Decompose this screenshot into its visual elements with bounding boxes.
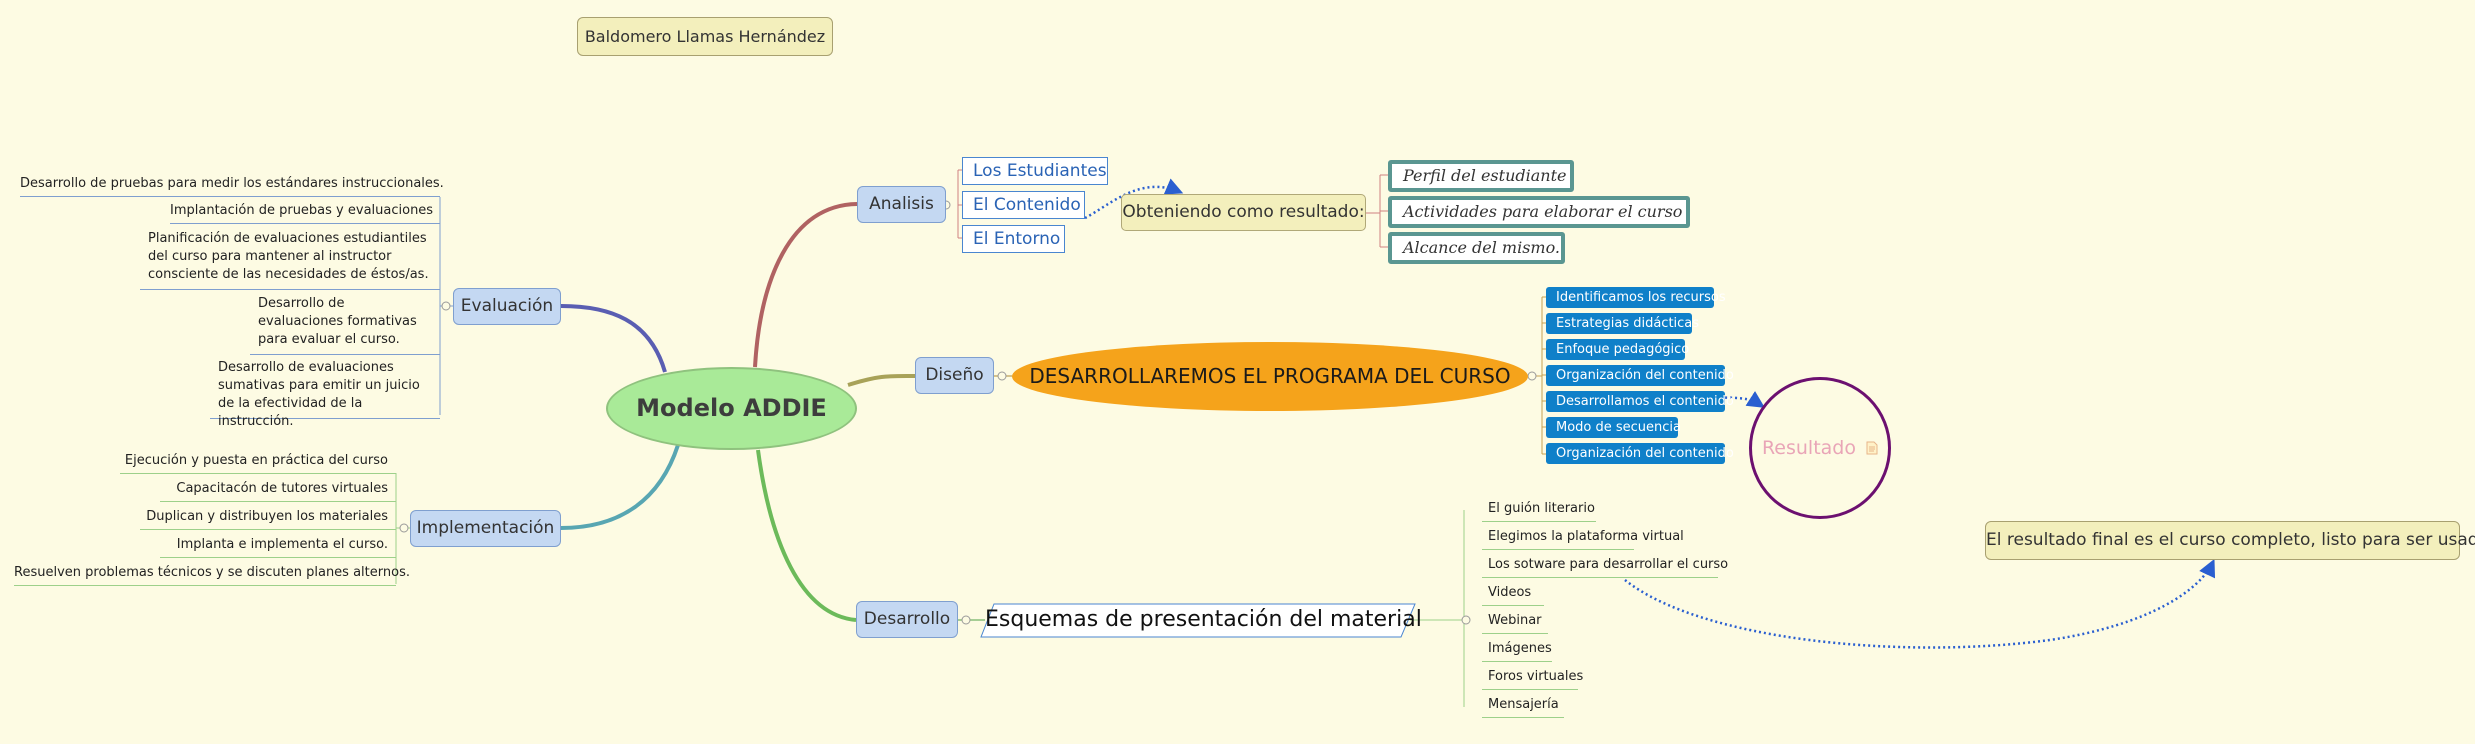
link-analisis <box>753 202 858 368</box>
implementacion-item-ejecucion[interactable]: Ejecución y puesta en práctica del curso <box>120 450 396 474</box>
link-diseno <box>847 373 916 387</box>
implementacion-item-implanta[interactable]: Implanta e implementa el curso. <box>160 534 396 558</box>
diseno-item-organizacion[interactable]: Organización del contenido <box>1546 365 1734 386</box>
implementacion-item-problemas[interactable]: Resuelven problemas técnicos y se discut… <box>14 562 410 586</box>
branch-implementacion[interactable]: Implementación <box>410 510 561 547</box>
desarrollo-item-guion[interactable]: El guión literario <box>1482 498 1596 522</box>
author-label[interactable]: Baldomero Llamas Hernández <box>577 17 833 56</box>
diseno-item-organizacion-2[interactable]: Organización del contenido <box>1546 443 1734 464</box>
evaluacion-item-sumativas[interactable]: Desarrollo de evaluaciones sumativas par… <box>210 359 440 429</box>
diseno-item-estrategias[interactable]: Estrategias didácticas <box>1546 313 1699 334</box>
branch-analisis[interactable]: Analisis <box>857 186 946 223</box>
resultado-label: Resultado <box>1761 437 1856 459</box>
branch-evaluacion[interactable]: Evaluación <box>453 288 561 325</box>
diseno-main-topic[interactable]: DESARROLLAREMOS EL PROGRAMA DEL CURSO <box>1012 342 1528 411</box>
central-topic[interactable]: Modelo ADDIE <box>606 367 857 450</box>
dotted-arrow-contenido <box>1084 178 1184 220</box>
resultado-circle[interactable]: Resultado <box>1749 377 1891 519</box>
analisis-result-actividades[interactable]: Actividades para elaborar el curso <box>1388 196 1690 228</box>
analisis-item-estudiantes[interactable]: Los Estudiantes <box>962 157 1108 185</box>
analisis-item-contenido[interactable]: El Contenido <box>962 191 1085 219</box>
evaluacion-item-pruebas[interactable]: Desarrollo de pruebas para medir los est… <box>20 173 444 197</box>
evaluacion-item-planificacion[interactable]: Planificación de evaluaciones estudianti… <box>140 230 440 290</box>
desarrollo-item-mensajeria[interactable]: Mensajería <box>1482 694 1564 718</box>
link-desarrollo <box>756 449 857 622</box>
evaluacion-item-implantacion[interactable]: Implantación de pruebas y evaluaciones <box>170 200 440 224</box>
desarrollo-item-webinar[interactable]: Webinar <box>1482 610 1548 634</box>
link-evaluacion <box>560 304 667 373</box>
desarrollo-main-topic[interactable]: Esquemas de presentación del material <box>985 607 1422 632</box>
desarrollo-item-foros[interactable]: Foros virtuales <box>1482 666 1583 690</box>
diseno-item-enfoque[interactable]: Enfoque pedagógico <box>1546 339 1689 360</box>
diseno-item-recursos[interactable]: Identificamos los recursos <box>1546 287 1726 308</box>
desarrollo-item-videos[interactable]: Videos <box>1482 582 1544 606</box>
analisis-result-alcance[interactable]: Alcance del mismo. <box>1388 232 1565 264</box>
desarrollo-item-plataforma[interactable]: Elegimos la plataforma virtual <box>1482 526 1684 550</box>
implementacion-item-duplican[interactable]: Duplican y distribuyen los materiales <box>140 506 396 530</box>
link-implementacion <box>560 444 680 530</box>
desarrollo-item-software[interactable]: Los sotware para desarrollar el curso <box>1482 554 1728 578</box>
analisis-result-label[interactable]: Obteniendo como resultado: <box>1121 194 1366 231</box>
branch-diseno[interactable]: Diseño <box>915 357 994 394</box>
evaluacion-item-formativas[interactable]: Desarrollo de evaluaciones formativas pa… <box>250 295 440 355</box>
desarrollo-item-imagenes[interactable]: Imágenes <box>1482 638 1552 662</box>
diseno-item-desarrollamos[interactable]: Desarrollamos el contenido <box>1546 391 1734 412</box>
branch-desarrollo[interactable]: Desarrollo <box>856 601 958 638</box>
analisis-result-perfil[interactable]: Perfil del estudiante <box>1388 160 1574 192</box>
analisis-item-entorno[interactable]: El Entorno <box>962 225 1065 253</box>
esquemas-shape <box>980 603 1416 638</box>
diseno-item-secuencia[interactable]: Modo de secuencia <box>1546 417 1681 438</box>
implementacion-item-capacitacion[interactable]: Capacitacón de tutores virtuales <box>160 478 396 502</box>
document-icon <box>1866 441 1878 455</box>
final-result-box[interactable]: El resultado final es el curso completo,… <box>1985 521 2475 560</box>
